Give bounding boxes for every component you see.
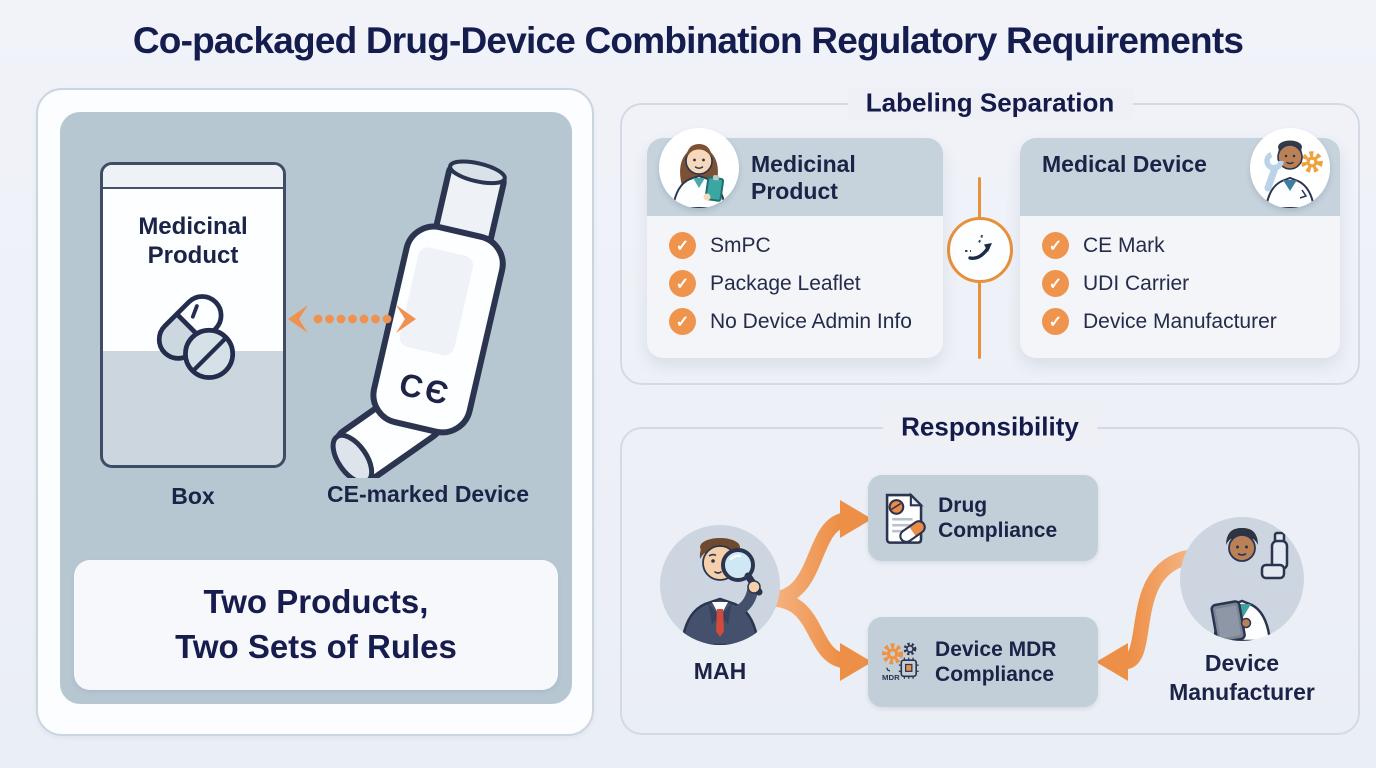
- responsibility-panel: Responsibility: [620, 411, 1360, 735]
- check-icon: ✓: [669, 232, 696, 259]
- medicinal-product-box-title: Medicinal Product: [138, 213, 248, 269]
- mdr-compliance-label: Device MDR Compliance: [935, 637, 1057, 686]
- inhaler-illustration: CЄ: [330, 159, 507, 478]
- doctor-avatar: [659, 128, 739, 208]
- drug-compliance-label: Drug Compliance: [938, 493, 1058, 542]
- check-label: Device Manufacturer: [1083, 309, 1277, 333]
- pills-icon: [156, 293, 236, 380]
- mdr-gears-chip-icon: MDR: [882, 642, 919, 682]
- check-label: SmPC: [710, 233, 771, 257]
- list-item: ✓ Device Manufacturer: [1042, 308, 1277, 335]
- responsibility-flow-arrows: [762, 500, 1198, 681]
- check-label: Package Leaflet: [710, 271, 861, 295]
- drug-document-icon: [885, 492, 926, 544]
- list-item: ✓ CE Mark: [1042, 232, 1277, 259]
- device-manufacturer-label: Device Manufacturer: [1169, 650, 1315, 705]
- check-icon: ✓: [669, 308, 696, 335]
- overview-panel: Medicinal Product Box: [36, 88, 594, 736]
- drug-compliance-card: Drug Compliance: [868, 475, 1098, 561]
- engineer-avatar-illustration: [1250, 128, 1330, 208]
- summary-line-2: Two Sets of Rules: [175, 628, 457, 665]
- labeling-separation-panel: Labeling Separation: [620, 87, 1360, 385]
- device-mdr-compliance-card: MDR Device MDR Compliance: [868, 617, 1098, 707]
- device-manufacturer-avatar: [1180, 517, 1304, 641]
- list-item: ✓ No Device Admin Info: [669, 308, 912, 335]
- medicinal-product-box: Medicinal Product: [100, 162, 286, 468]
- list-item: ✓ Package Leaflet: [669, 270, 912, 297]
- device-checklist: ✓ CE Mark ✓ UDI Carrier ✓ Device Manufac…: [1042, 232, 1277, 335]
- check-label: UDI Carrier: [1083, 271, 1190, 295]
- double-dotted-arrow-icon: [288, 305, 416, 333]
- labeling-separation-title: Labeling Separation: [847, 87, 1133, 119]
- check-label: No Device Admin Info: [710, 309, 912, 333]
- check-icon: ✓: [1042, 270, 1069, 297]
- responsibility-title: Responsibility: [883, 411, 1097, 443]
- box-caption: Box: [171, 483, 215, 509]
- mah-label: MAH: [693, 658, 747, 684]
- medical-device-card: Medical Device ✓ CE Mark ✓ UDI Carrier ✓…: [1020, 128, 1340, 358]
- mdr-icon-text: MDR: [882, 673, 900, 682]
- engineer-avatar: [1250, 128, 1330, 208]
- diverge-arrow-icon: [965, 234, 992, 260]
- overview-inner-panel: Medicinal Product Box: [60, 112, 572, 704]
- page-title: Co-packaged Drug-Device Combination Regu…: [132, 20, 1244, 61]
- list-item: ✓ UDI Carrier: [1042, 270, 1277, 297]
- device-card-title: Medical Device: [1042, 151, 1207, 177]
- mah-avatar: [660, 525, 780, 645]
- summary-line-1: Two Products,: [203, 583, 429, 621]
- check-icon: ✓: [1042, 232, 1069, 259]
- doctor-avatar-illustration: [659, 128, 739, 208]
- check-label: CE Mark: [1083, 233, 1165, 257]
- check-icon: ✓: [1042, 308, 1069, 335]
- device-manufacturer-illustration: [1210, 528, 1289, 641]
- medicinal-checklist: ✓ SmPC ✓ Package Leaflet ✓ No Device Adm…: [669, 232, 912, 335]
- labeling-divider-badge: [947, 217, 1013, 283]
- device-caption: CE-marked Device: [327, 481, 529, 507]
- list-item: ✓ SmPC: [669, 232, 912, 259]
- summary-box: Two Products, Two Sets of Rules: [74, 560, 558, 690]
- medicinal-card-title: Medicinal Product: [751, 151, 856, 205]
- mah-avatar-illustration: [680, 538, 763, 645]
- medicinal-product-card: Medicinal Product ✓ SmPC ✓ Package Leafl…: [647, 128, 943, 358]
- check-icon: ✓: [669, 270, 696, 297]
